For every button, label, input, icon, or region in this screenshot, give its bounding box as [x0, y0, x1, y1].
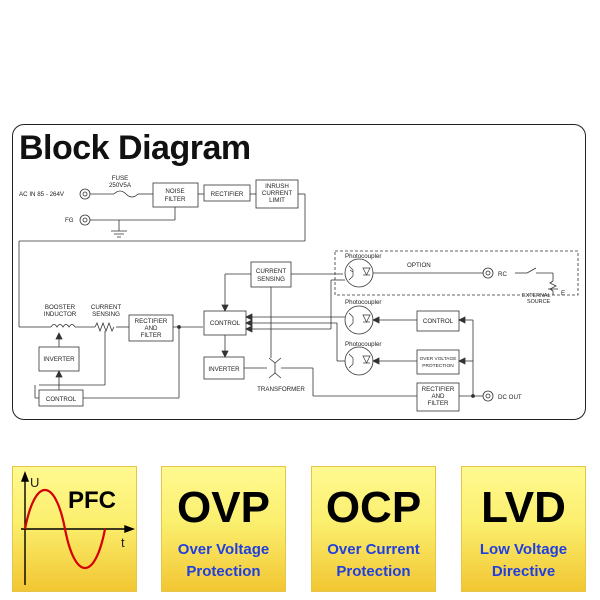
out-rf-label-1: RECTIFIER [422, 386, 455, 393]
control-label-right: CONTROL [423, 318, 454, 325]
noise-label-2: FILTER [165, 196, 186, 203]
transformer-label: TRANSFORMER [257, 386, 305, 393]
t-axis-label: t [121, 535, 125, 550]
control-label-left: CONTROL [46, 396, 77, 403]
out-rf-label-3: FILTER [428, 400, 449, 407]
ovp-box [416, 349, 460, 375]
lvd-card: LVD Low Voltage Directive [461, 466, 586, 592]
lvd-subtitle-line1: Low Voltage [479, 541, 568, 558]
photocoupler-1 [344, 258, 374, 288]
control-box-right [416, 310, 460, 332]
ocp-title: OCP [325, 483, 422, 532]
lvd-title: LVD [481, 483, 566, 532]
rect-filter-label-1: RECTIFIER [135, 318, 168, 325]
ovp-label-1: OVER VOLTAGE [420, 356, 457, 362]
u-axis-label: U [30, 475, 39, 490]
rc-switch [526, 267, 537, 274]
option-label: OPTION [407, 262, 431, 269]
photocoupler-3 [344, 346, 374, 376]
ovp-subtitle-line2: Protection [186, 563, 261, 580]
lvd-subtitle-line2: Directive [491, 563, 556, 580]
ac-in-terminal [79, 188, 91, 200]
block-diagram: AC IN 85 - 264V FUSE 250V5A NOISE FILTER… [18, 175, 579, 412]
pfc-card: U t PFC [12, 466, 137, 592]
option-dashed-area [334, 250, 579, 296]
e-label: E [561, 290, 565, 297]
cursense-label-1: CURRENT [91, 304, 121, 311]
rectifier-label: RECTIFIER [211, 191, 244, 198]
ovp-subtitle-line1: Over Voltage [177, 541, 270, 558]
rectifier-box [203, 184, 251, 202]
cs-box-label-2: SENSING [257, 276, 285, 283]
sine-wave-icon: U t [20, 471, 135, 585]
fuse-symbol [113, 190, 139, 198]
current-sense-resistor [94, 321, 115, 333]
ocp-subtitle: Over Current Protection [312, 539, 435, 583]
ocp-subtitle-line2: Protection [336, 563, 411, 580]
rectifier-filter-box [128, 314, 174, 342]
lvd-subtitle: Low Voltage Directive [462, 539, 585, 583]
photocoupler-label-3: Photocoupler [345, 341, 381, 348]
inrush-label-1: INRUSH [265, 183, 289, 190]
photocoupler-label-2: Photocoupler [345, 299, 381, 306]
rectifier-filter-out-box [416, 382, 460, 412]
inrush-label-2: CURRENT [262, 190, 292, 197]
rc-terminal [482, 267, 494, 279]
photocoupler-label-1: Photocoupler [345, 253, 381, 260]
ocp-card: OCP Over Current Protection [311, 466, 436, 592]
inverter-label-middle: INVERTER [208, 366, 240, 373]
pfc-title: PFC [68, 487, 116, 514]
ovp-card: OVP Over Voltage Protection [161, 466, 286, 592]
booster-inductor [50, 324, 76, 328]
cs-box-label-1: CURRENT [256, 268, 286, 275]
inverter-label: INVERTER [43, 356, 75, 363]
ovp-title: OVP [177, 483, 270, 532]
control-label-middle: CONTROL [210, 320, 241, 327]
photocoupler-2 [344, 305, 374, 335]
rc-label: RC [498, 271, 507, 278]
out-rf-label-2: AND [431, 393, 445, 400]
noise-filter-box [152, 182, 199, 208]
booster-label-1: BOOSTER [45, 304, 76, 311]
inrush-label-3: LIMIT [269, 197, 285, 204]
dc-out-terminal [482, 390, 494, 402]
source-label: SOURCE [527, 299, 550, 305]
ovp-label-2: PROTECTION [422, 363, 454, 369]
fg-terminal [79, 214, 91, 226]
ovp-subtitle: Over Voltage Protection [162, 539, 285, 583]
block-diagram-panel: Block Diagram [12, 124, 586, 420]
rect-filter-label-2: AND [144, 325, 158, 332]
booster-label-2: INDUCTOR [44, 311, 77, 318]
rect-filter-label-3: FILTER [141, 332, 162, 339]
fg-label: FG [65, 217, 74, 224]
dc-out-label: DC OUT [498, 394, 522, 401]
ac-in-label: AC IN 85 - 264V [19, 191, 65, 198]
ocp-subtitle-line1: Over Current [327, 541, 420, 558]
fuse-label: FUSE [112, 175, 129, 182]
fuse-rating-label: 250V5A [109, 182, 132, 189]
noise-label-1: NOISE [165, 188, 184, 195]
external-label: EXTERNAL [522, 293, 550, 299]
cursense-label-2: SENSING [92, 311, 120, 318]
diagram-title: Block Diagram [19, 129, 251, 167]
